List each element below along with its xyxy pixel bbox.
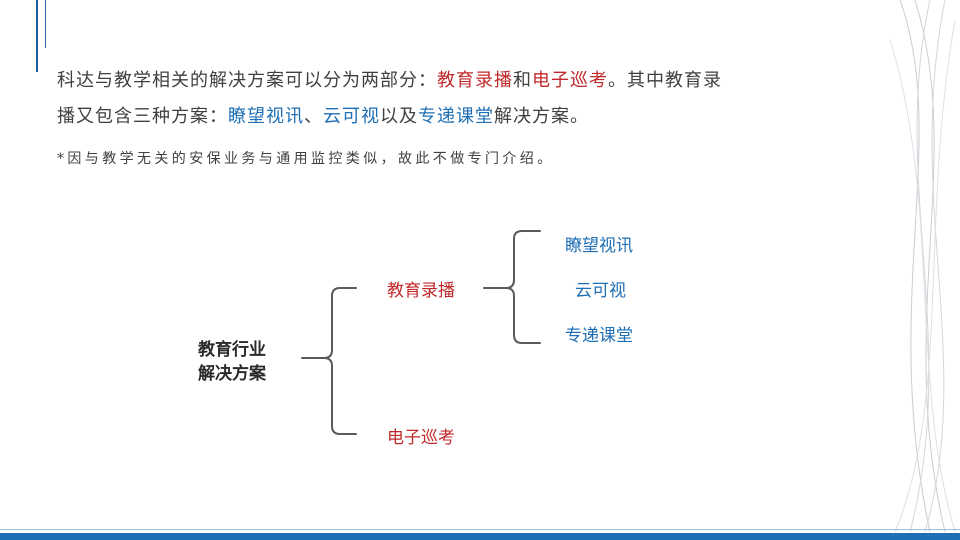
- intro-text: 以及: [380, 106, 418, 127]
- intro-text: 。其中教育录: [608, 70, 722, 91]
- decorative-curves: [890, 0, 956, 532]
- intro-text: 播又包含三种方案：: [57, 106, 228, 127]
- left-accent-bar: [36, 0, 38, 72]
- tree-branch-jiaoyu-lubo: 教育录播: [387, 281, 455, 301]
- intro-paragraph: 科达与教学相关的解决方案可以分为两部分：教育录播和电子巡考。其中教育录 播又包含…: [57, 63, 877, 135]
- tree-child-zhuandi-ketang: 专递课堂: [565, 326, 633, 346]
- tree-root: 教育行业 解决方案: [198, 338, 266, 386]
- intro-text: 、: [304, 106, 323, 127]
- tree-child-yun-keshi: 云可视: [575, 281, 626, 301]
- highlight-dianzi-xunkao: 电子巡考: [532, 70, 608, 91]
- left-accent-bar-thin: [45, 0, 46, 48]
- tree-child-liaowang-shixun: 瞭望视讯: [565, 236, 633, 256]
- bottom-divider: [0, 529, 960, 530]
- footnote: *因与教学无关的安保业务与通用监控类似，故此不做专门介绍。: [57, 151, 555, 167]
- intro-text: 和: [513, 70, 532, 91]
- intro-text: 解决方案。: [494, 106, 589, 127]
- root-brace: [301, 287, 357, 435]
- branch-brace: [483, 230, 541, 344]
- highlight-jiaoyu-lubo: 教育录播: [437, 70, 513, 91]
- tree-root-line: 教育行业: [198, 340, 266, 360]
- intro-text: 科达与教学相关的解决方案可以分为两部分：: [57, 70, 437, 91]
- highlight-zhuandi-ketang: 专递课堂: [418, 106, 494, 127]
- bottom-band: [0, 533, 960, 540]
- tree-branch-dianzi-xunkao: 电子巡考: [387, 428, 455, 448]
- highlight-yun-keshi: 云可视: [323, 106, 380, 127]
- tree-root-line: 解决方案: [198, 364, 266, 384]
- highlight-liaowang-shixun: 瞭望视讯: [228, 106, 304, 127]
